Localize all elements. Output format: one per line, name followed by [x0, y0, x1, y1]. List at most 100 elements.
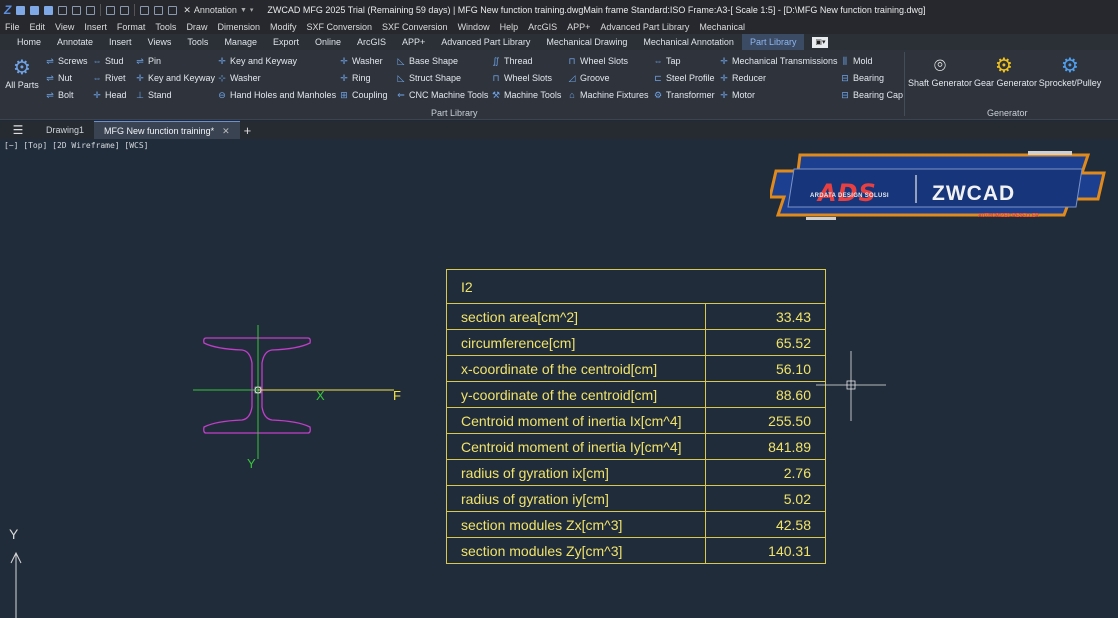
menu-help[interactable]: Help: [499, 22, 519, 32]
tab-advanced-part-library[interactable]: Advanced Part Library: [441, 37, 531, 47]
new-tab-plus-icon[interactable]: +: [243, 122, 252, 138]
hand-holes-button[interactable]: ⊖Hand Holes and Manholes: [217, 89, 336, 101]
rivet-button[interactable]: ⇔Rivet: [92, 72, 126, 84]
menu-arcgis[interactable]: ArcGIS: [528, 22, 558, 32]
stud-button[interactable]: ⇔Stud: [92, 55, 124, 67]
transformer-button[interactable]: ⚙Transformer: [653, 89, 715, 101]
menu-tools[interactable]: Tools: [155, 22, 177, 32]
section-properties-table[interactable]: I2 section area[cm^2]33.43 circumference…: [446, 269, 826, 564]
key-and-keyway-button[interactable]: ✛Key and Keyway: [135, 72, 215, 84]
nut-button[interactable]: ⇌Nut: [45, 72, 72, 84]
tab-mechanical-annotation[interactable]: Mechanical Annotation: [643, 37, 734, 47]
menu-edit[interactable]: Edit: [29, 22, 46, 32]
menu-sxf-conversion-2[interactable]: SXF Conversion: [382, 22, 448, 32]
thread-button[interactable]: ∬Thread: [491, 55, 532, 67]
pin-button[interactable]: ⇌Pin: [135, 55, 161, 67]
workspace-switcher[interactable]: ✕ Annotation ▼ ▾: [183, 5, 253, 16]
key-and-keyway-2-button[interactable]: ✛Key and Keyway: [217, 55, 297, 67]
tab-part-library[interactable]: Part Library: [741, 34, 805, 50]
menu-format[interactable]: Format: [116, 22, 146, 32]
close-icon[interactable]: ✕: [222, 125, 230, 136]
preview-icon[interactable]: [86, 5, 96, 15]
i-beam-profile-drawing[interactable]: X F Y: [180, 319, 420, 469]
menu-window[interactable]: Window: [457, 22, 490, 32]
stud-label: Stud: [105, 56, 124, 66]
tab-mechanical-drawing[interactable]: Mechanical Drawing: [546, 37, 628, 47]
washer-2-button[interactable]: ✛Washer: [339, 55, 382, 67]
motor-button[interactable]: ✛Motor: [719, 89, 755, 101]
struct-shape-button[interactable]: ◺Struct Shape: [396, 72, 462, 84]
tap-button[interactable]: ⇔Tap: [653, 55, 681, 67]
washer-button[interactable]: ⊹Washer: [217, 72, 260, 84]
tab-insert[interactable]: Insert: [109, 37, 132, 47]
machine-tools-button[interactable]: ⚒Machine Tools: [491, 89, 561, 101]
menu-view[interactable]: View: [55, 22, 75, 32]
head-button[interactable]: ✛Head: [92, 89, 126, 101]
menu-hamburger-icon[interactable]: ☰: [12, 123, 24, 137]
rivet-label: Rivet: [105, 73, 126, 83]
tab-online[interactable]: Online: [314, 37, 341, 47]
mold-button[interactable]: ⫼Mold: [840, 55, 873, 67]
mechanical-transmissions-button[interactable]: ✛Mechanical Transmissions: [719, 55, 837, 67]
cnc-machine-tools-button[interactable]: ⇐CNC Machine Tools: [396, 89, 488, 101]
screws-icon: ⇌: [46, 55, 54, 66]
menu-dimension[interactable]: Dimension: [217, 22, 260, 32]
shaft-generator-icon: ⌾: [934, 55, 946, 77]
tab-arcgis[interactable]: ArcGIS: [357, 37, 387, 47]
layer-icon[interactable]: [168, 5, 178, 15]
sprocket-pulley-button[interactable]: ⚙ Sprocket/Pulley: [1037, 54, 1103, 88]
wheel-slots-button[interactable]: ⊓Wheel Slots: [491, 72, 552, 84]
bearing-button[interactable]: ⊟Bearing: [840, 72, 884, 84]
copy-icon[interactable]: [140, 5, 150, 15]
zwcad-logo-text: ZWCAD: [932, 182, 1016, 205]
menu-modify[interactable]: Modify: [269, 22, 297, 32]
print-icon[interactable]: [72, 5, 82, 15]
bearing-cap-button[interactable]: ⊟Bearing Cap: [840, 89, 903, 101]
ribbon-minimize-button[interactable]: ▣▾: [812, 36, 829, 48]
menu-draw[interactable]: Draw: [186, 22, 208, 32]
menu-app-plus[interactable]: APP+: [567, 22, 591, 32]
wheel-slots-2-button[interactable]: ⊓Wheel Slots: [567, 55, 628, 67]
shaft-generator-button[interactable]: ⌾ Shaft Generator: [908, 54, 972, 88]
tab-manage[interactable]: Manage: [224, 37, 257, 47]
redo-icon[interactable]: [120, 5, 130, 15]
doc-tab-mfg-training[interactable]: MFG New function training* ✕: [94, 121, 240, 139]
save-as-icon[interactable]: [58, 5, 68, 15]
doc-tab-drawing1[interactable]: Drawing1: [36, 121, 94, 139]
paste-icon[interactable]: [154, 5, 164, 15]
menu-file[interactable]: File: [5, 22, 20, 32]
steel-profile-button[interactable]: ⊏Steel Profile: [653, 72, 714, 84]
tab-tools[interactable]: Tools: [187, 37, 209, 47]
machine-fixtures-button[interactable]: ⌂Machine Fixtures: [567, 89, 648, 101]
tab-views[interactable]: Views: [147, 37, 172, 47]
tab-annotate[interactable]: Annotate: [57, 37, 94, 47]
coupling-button[interactable]: ⊞Coupling: [339, 89, 387, 101]
save-icon[interactable]: [44, 5, 54, 15]
menu-advanced-part-library[interactable]: Advanced Part Library: [600, 22, 690, 32]
menu-sxf-conversion[interactable]: SXF Conversion: [306, 22, 373, 32]
tab-home[interactable]: Home: [17, 37, 42, 47]
all-parts-button[interactable]: ⚙ All Parts: [4, 56, 40, 90]
screws-button[interactable]: ⇌Screws: [45, 55, 87, 67]
base-shape-button[interactable]: ◺Base Shape: [396, 55, 459, 67]
reducer-button[interactable]: ✛Reducer: [719, 72, 766, 84]
bolt-button[interactable]: ⇌Bolt: [45, 89, 73, 101]
ribbon-panel: ⚙ All Parts ⇌Screws ⇌Nut ⇌Bolt ⇔Stud ⇔Ri…: [0, 50, 1118, 120]
tab-export[interactable]: Export: [272, 37, 299, 47]
menu-insert[interactable]: Insert: [84, 22, 107, 32]
viewport-controls[interactable]: [−] [Top] [2D Wireframe] [WCS]: [4, 141, 149, 150]
table-row: section modules Zx[cm^3]42.58: [446, 511, 826, 538]
menu-mechanical[interactable]: Mechanical: [699, 22, 745, 32]
tab-app-plus[interactable]: APP+: [402, 37, 426, 47]
drawing-canvas[interactable]: [−] [Top] [2D Wireframe] [WCS] ADS ARDAT…: [0, 139, 1118, 618]
new-file-icon[interactable]: [16, 5, 26, 15]
toolbar-separator: [134, 4, 136, 16]
customize-icon[interactable]: ▾: [249, 7, 254, 14]
stand-button[interactable]: ⊥Stand: [135, 89, 171, 101]
ring-button[interactable]: ✛Ring: [339, 72, 370, 84]
open-file-icon[interactable]: [30, 5, 40, 15]
gear-generator-button[interactable]: ⚙ Gear Generator: [974, 54, 1037, 88]
app-logo-icon[interactable]: Z: [4, 3, 12, 17]
undo-icon[interactable]: [106, 5, 116, 15]
groove-button[interactable]: ◿Groove: [567, 72, 610, 84]
